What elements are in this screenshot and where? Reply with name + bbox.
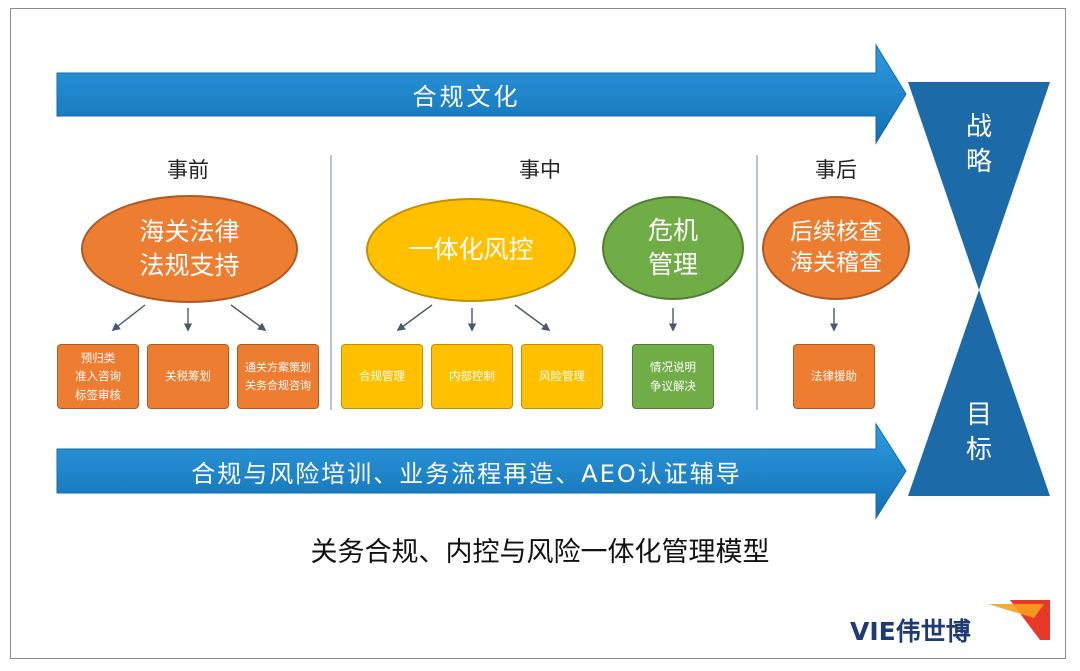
top-arrow-label: 合规文化 — [412, 83, 521, 111]
connector-law-clearance — [230, 304, 267, 331]
box-compliance-management: 合规管理 — [341, 344, 423, 409]
strategy-label: 战 略 — [965, 112, 992, 178]
connector-risk-risk — [514, 304, 551, 331]
phase-before-title: 事前 — [167, 158, 209, 182]
strategy-triangle — [908, 82, 1050, 290]
connector-law-classification — [111, 304, 146, 332]
ellipse-audit-text: 后续核查 海关稽查 — [790, 218, 882, 276]
top-arrow-shape — [56, 43, 907, 145]
bottom-arrow-label: 合规与风险培训、业务流程再造、AEO认证辅导 — [191, 459, 742, 488]
phase-during-title: 事中 — [519, 158, 561, 182]
connector-risk-compliance — [396, 304, 433, 331]
ellipse-law-support: 海关法律 法规支持 — [81, 195, 298, 303]
company-logo-text: VIE伟世博 — [850, 617, 971, 646]
box-classification: 预归类 准入咨询 标签审核 — [57, 344, 139, 409]
bottom-arrow-shape — [56, 422, 907, 520]
box-internal-control: 内部控制 — [431, 344, 513, 409]
logo-swoosh-gold — [988, 604, 1044, 618]
ellipse-law-support-text: 海关法律 法规支持 — [139, 217, 240, 280]
goal-label: 目 标 — [965, 400, 992, 466]
box-legal-aid: 法律援助 — [793, 344, 875, 409]
ellipse-risk-control: 一体化风控 — [366, 198, 576, 302]
phase-after-title: 事后 — [815, 158, 857, 182]
box-dispute-resolution: 情况说明 争议解决 — [632, 344, 714, 409]
box-clearance-consulting: 通关方案策划 关务合规咨询 — [237, 344, 319, 409]
goal-triangle — [908, 290, 1050, 496]
diagram-caption: 关务合规、内控与风险一体化管理模型 — [310, 537, 770, 568]
box-tax-planning: 关税筹划 — [147, 344, 229, 409]
ellipse-audit: 后续核查 海关稽查 — [762, 196, 910, 300]
box-risk-management: 风险管理 — [521, 344, 603, 409]
ellipse-risk-control-text: 一体化风控 — [408, 235, 534, 265]
ellipse-crisis-management-text: 危机 管理 — [647, 216, 698, 279]
ellipse-crisis-management: 危机 管理 — [602, 196, 744, 300]
